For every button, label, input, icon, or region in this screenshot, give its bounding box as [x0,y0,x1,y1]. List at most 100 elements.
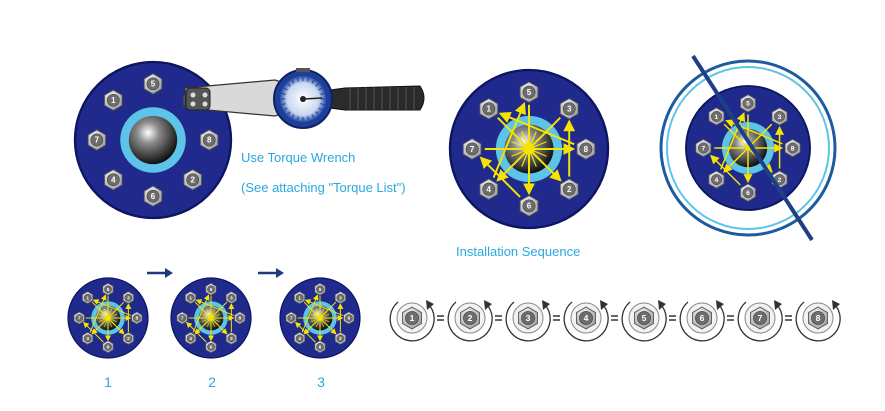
bolt-nut-icon: 8 [576,138,596,160]
bolt-nut-icon: 6 [692,306,712,330]
bolt-nut-icon: 7 [176,311,188,325]
bolt-number: 2 [468,313,473,323]
bolt-nut-icon: 2 [559,178,579,200]
bolt-nut-icon: 2 [460,306,480,330]
sequence-arrows [83,294,132,343]
installation-sequence-label: Installation Sequence [456,244,581,259]
bolt-nut-icon: 2 [122,332,134,345]
equals-sign-icon [727,315,734,321]
bolt-nut-icon: 1 [104,89,123,111]
bolt-nut-icon: 6 [102,340,114,354]
bolt-nut-tighten-6: 6 [679,300,725,342]
bolt-nut-icon: 1 [294,291,306,304]
step-1-label: 1 [104,374,112,390]
bolt-number: 7 [470,145,475,154]
bolt-nut-icon: 4 [82,332,94,345]
bolt-number: 7 [701,145,705,152]
torque-wrench-icon [184,68,425,129]
bolt-nut-icon: 7 [750,306,770,330]
torque-list-label: (See attaching "Torque List") [241,180,406,195]
bolt-number: 3 [526,313,531,323]
bolt-number: 2 [778,177,782,184]
rotate-arrow-icon [737,300,783,342]
bolt-nut-icon: 8 [199,129,219,151]
rotate-arrow-icon [679,300,725,342]
bolt-number: 7 [181,316,184,321]
rotate-arrow-icon [389,300,435,342]
bolt-nut-icon: 6 [314,340,326,354]
bolt-nut-icon: 8 [343,311,355,325]
bolt-number: 1 [189,295,192,300]
bolt-nut-icon: 4 [294,332,306,345]
bolt-nut-icon: 4 [479,178,499,200]
bolt-number: 7 [95,136,100,145]
bolt-nut-icon: 3 [771,107,788,126]
bolt-nut-icon: 6 [205,340,217,354]
sequence-arrows [479,101,576,198]
bolt-number: 4 [189,336,192,341]
bolt-number: 1 [715,114,719,121]
bolt-number: 4 [86,336,89,341]
bolt-nut-icon: 5 [314,282,326,296]
bolt-number: 5 [527,88,532,97]
bolt-number: 2 [339,336,342,341]
bolt-number: 6 [319,344,322,349]
equals-sign-icon [437,315,444,321]
bolt-nut-icon: 8 [808,306,828,330]
bolt-number: 8 [136,316,139,321]
bolt-number: 3 [567,105,572,114]
step-2-label: 2 [208,374,216,390]
bolt-nut-icon: 4 [104,169,123,191]
bolt-number: 8 [348,316,351,321]
bolt-nut-icon: 5 [205,282,217,296]
bolt-nut-icon: 6 [143,185,163,207]
equals-sign-icon [611,315,618,321]
bolt-number: 5 [151,80,156,89]
bolt-nut-tighten-3: 3 [505,300,551,342]
bolt-nut-icon: 7 [87,129,107,151]
bolt-nut-icon: 4 [576,306,596,330]
bolt-number: 5 [319,287,322,292]
step-3-label: 3 [317,374,325,390]
bolt-number: 6 [746,190,750,197]
bolt-nut-icon: 3 [225,291,237,304]
bolt-nut-icon: 3 [518,306,538,330]
bolt-number: 2 [230,336,233,341]
bolt-nut-icon: 6 [519,195,539,217]
bolt-number: 1 [410,313,415,323]
bolt-number: 2 [191,175,196,184]
rotate-arrow-icon [505,300,551,342]
rotate-arrow-icon [795,300,841,342]
bolt-nut-icon: 1 [479,98,499,120]
rotate-arrow-icon [447,300,493,342]
bolt-nut-icon: 4 [708,170,725,189]
bolt-number: 1 [487,105,492,114]
bolt-number: 4 [584,313,589,323]
torque-wrench-label: Use Torque Wrench [241,150,356,165]
bolt-nut-icon: 5 [634,306,654,330]
bolt-number: 8 [584,145,589,154]
bolt-number: 3 [339,295,342,300]
bolt-nut-icon: 3 [334,291,346,304]
flange-sequence-icon: 1 2 3 4 5 6 7 8 [448,68,610,230]
bolt-nut-icon: 7 [73,311,85,325]
bolt-nut-icon: 2 [334,332,346,345]
bolt-nut-icon: 8 [234,311,246,325]
equals-sign-icon [495,315,502,321]
rotate-arrow-icon [621,300,667,342]
flange-step-3-icon: 1 2 3 4 5 6 7 8 [279,277,361,359]
right-arrow-icon [147,268,173,278]
bolt-number: 6 [107,344,110,349]
bolt-nut-icon: 1 [402,306,422,330]
bolt-nut-icon: 7 [462,138,482,160]
sequence-arrows [295,294,344,343]
bolt-number: 6 [527,202,532,211]
bolt-number: 8 [207,136,212,145]
bolt-number: 7 [290,316,293,321]
bolt-nut-icon: 5 [143,73,163,95]
bolt-number: 8 [791,145,795,152]
bolt-nut-icon: 8 [784,138,801,158]
